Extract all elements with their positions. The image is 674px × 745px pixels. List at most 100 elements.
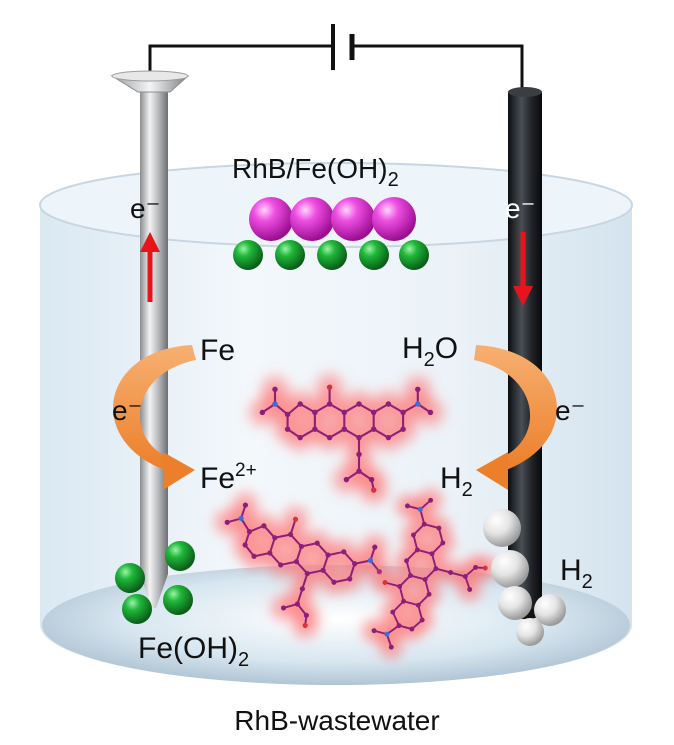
molecule-atom <box>356 451 362 458</box>
rhodamine-b-molecule-icon <box>214 492 393 639</box>
molecule-atom <box>400 426 406 432</box>
molecule-atom <box>419 617 425 623</box>
molecule-atom <box>251 553 257 559</box>
molecule-atom <box>384 631 390 637</box>
molecule-atom <box>414 547 420 553</box>
molecule-bond <box>289 518 297 535</box>
molecule-atom <box>280 605 287 611</box>
molecule-bond <box>263 525 276 539</box>
molecule-atom <box>440 540 446 546</box>
molecule-bond <box>268 537 276 554</box>
molecule-atom <box>224 519 230 525</box>
molecule-bond <box>419 509 426 525</box>
molecule-bond <box>296 588 304 605</box>
molecule-bond <box>392 600 405 613</box>
molecule-bond <box>316 542 329 556</box>
caption: RhB-wastewater <box>234 705 439 736</box>
molecule-bond <box>435 567 451 574</box>
feoh2-label: Fe(OH)2 <box>138 632 249 671</box>
molecule-bond <box>398 586 405 602</box>
molecule-atom <box>429 551 435 557</box>
molecule-bond <box>417 548 433 555</box>
molecule-atom <box>385 434 392 441</box>
molecule-bond <box>386 624 400 635</box>
molecule-atom <box>312 426 318 432</box>
cathode-electron-label: e⁻ <box>505 193 535 224</box>
molecule-atom <box>341 409 348 416</box>
molecule-bond <box>253 552 271 558</box>
molecule-atom <box>325 552 331 558</box>
molecule-bond <box>403 600 419 607</box>
wire <box>148 44 524 92</box>
molecule-bond <box>299 428 316 439</box>
molecule-atom <box>287 531 294 538</box>
molecule-bond <box>391 611 400 626</box>
molecule-atom <box>397 583 403 589</box>
molecule-atom <box>404 558 410 564</box>
water-label: H2O <box>402 332 458 371</box>
molecule-bond <box>322 554 329 571</box>
molecule-atom <box>303 612 309 618</box>
molecule-bond <box>333 577 350 584</box>
molecule-atom <box>415 386 421 393</box>
molecule-atom <box>326 401 333 407</box>
molecule-atom <box>297 434 303 441</box>
molecule-atom <box>436 525 442 531</box>
molecule-atom <box>417 506 423 512</box>
molecule-atom <box>320 567 326 573</box>
molecule-bond <box>322 569 335 583</box>
rhodamine-b-molecule-icon <box>248 373 445 504</box>
molecule-bond <box>399 574 412 588</box>
molecule-bond <box>417 604 424 621</box>
circuit <box>148 24 524 92</box>
molecule-atom <box>267 550 273 556</box>
molecule-atom <box>415 401 421 407</box>
molecule-bond <box>327 550 345 557</box>
rhodamine-b-molecule-icon <box>361 487 498 660</box>
molecule-atom <box>242 542 248 548</box>
molecule-bond <box>269 552 282 566</box>
molecule-atom <box>433 566 439 572</box>
h2-bubbles <box>483 509 566 646</box>
electron-flow-arrow-down <box>513 232 533 306</box>
molecule-bond <box>301 542 318 548</box>
molecule-atom <box>428 497 434 503</box>
molecule-atom <box>292 516 299 522</box>
molecule-atom <box>284 411 291 418</box>
molecule-bond <box>373 428 389 439</box>
molecule-atom <box>356 401 362 407</box>
molecule-atom <box>421 521 427 527</box>
molecule-bond <box>274 533 291 539</box>
molecule-atom <box>370 426 377 432</box>
molecule-atom <box>297 401 303 407</box>
molecule-atom <box>356 434 362 441</box>
molecule-atom <box>372 544 378 550</box>
molecule-bond <box>373 403 389 414</box>
molecule-bond <box>402 403 419 414</box>
molecule-bond <box>307 569 324 575</box>
molecule-atom <box>422 577 428 582</box>
molecule-bond <box>295 560 309 575</box>
molecule-bond <box>437 527 444 544</box>
battery-icon <box>331 24 355 70</box>
molecule-atom <box>407 573 413 579</box>
molecule-atom <box>352 561 358 567</box>
molecule-bond <box>343 403 360 414</box>
molecule-atom <box>385 401 392 407</box>
molecule-bond <box>314 403 331 414</box>
molecule-atom <box>370 409 377 416</box>
molecule-bond <box>280 560 297 566</box>
molecule-atom <box>278 562 284 568</box>
molecule-bond <box>240 517 251 533</box>
molecule-bond <box>274 403 289 416</box>
molecule-atom <box>298 543 305 550</box>
molecule-atom <box>326 434 333 441</box>
fe-label: Fe <box>200 334 235 367</box>
molecule-atom <box>462 573 468 579</box>
molecule-bond <box>249 524 265 533</box>
molecule-atom <box>467 586 473 592</box>
molecule-atom <box>448 570 454 576</box>
electron-flow-arrow-up <box>140 232 160 302</box>
molecule-bond <box>450 571 466 578</box>
